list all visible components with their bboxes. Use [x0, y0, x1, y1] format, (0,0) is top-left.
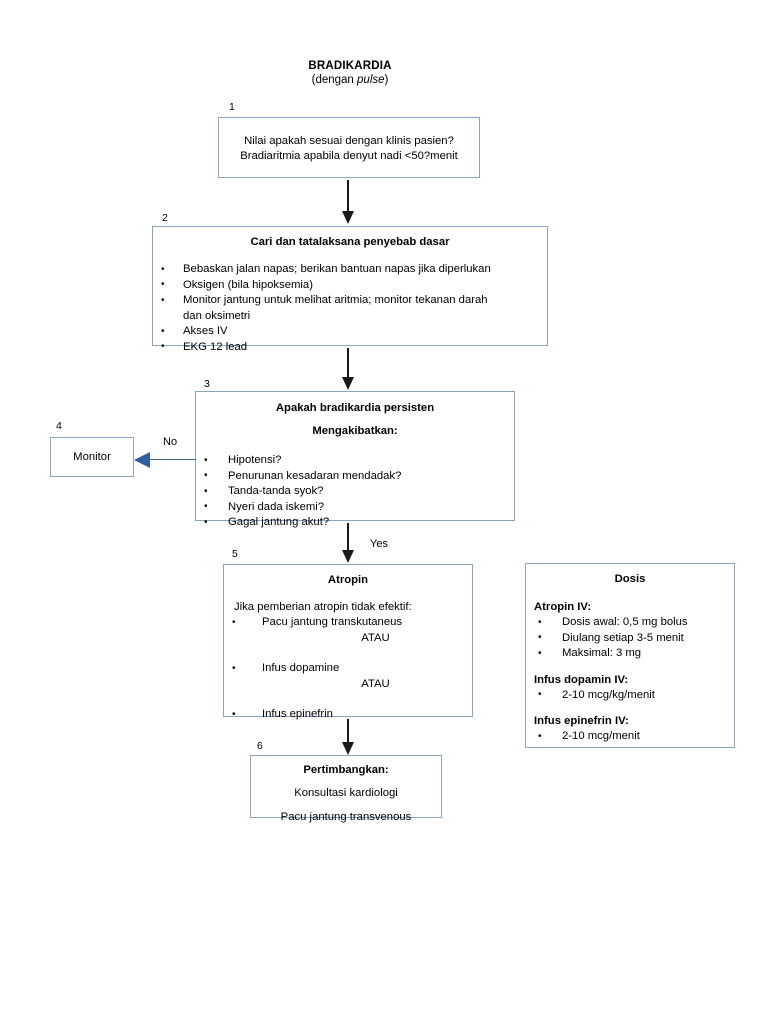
- arrow-node3-to-node5: [341, 523, 355, 563]
- node-5-option-1: Pacu jantung transkutaneus: [224, 615, 472, 631]
- list-item: EKG 12 lead: [153, 339, 547, 356]
- node-5-heading: Atropin: [327, 574, 369, 586]
- list-item: Bebaskan jalan napas; berikan bantuan na…: [153, 262, 547, 278]
- list-item: Gagal jantung akut?: [196, 515, 514, 531]
- node-4-body: Monitor: [51, 438, 133, 465]
- flow-node-1-assessment[interactable]: Nilai apakah sesuai dengan klinis pasien…: [218, 117, 480, 178]
- arrow-node1-to-node2: [341, 180, 355, 224]
- dose-bullet-list: Dosis awal: 0,5 mg bolus Diulang setiap …: [534, 615, 734, 662]
- node-number-3: 3: [204, 378, 210, 390]
- edge-label-yes: Yes: [370, 538, 388, 550]
- arrow-head: [342, 550, 354, 563]
- arrow-shaft: [347, 523, 349, 551]
- list-item: Maksimal: 3 mg: [534, 646, 734, 662]
- dose-bullet-list: 2-10 mcg/kg/menit: [534, 687, 734, 704]
- subtitle-suffix: ): [384, 74, 389, 86]
- node-5-lead-text: Jika pemberian atropin tidak efektif:: [234, 601, 412, 613]
- subtitle-italic: pulse: [357, 74, 385, 86]
- node-5-or-1: ATAU: [361, 631, 390, 644]
- node-1-line-1: Nilai apakah sesuai dengan klinis pasien…: [244, 135, 454, 147]
- spacer: [224, 692, 472, 707]
- arrow-head: [342, 211, 354, 224]
- node-number-4: 4: [56, 420, 62, 432]
- list-item: Tanda-tanda syok?: [196, 484, 514, 500]
- node-number-5: 5: [232, 548, 238, 560]
- node-1-body: Nilai apakah sesuai dengan klinis pasien…: [219, 118, 479, 164]
- dosis-heading: Dosis: [614, 573, 646, 585]
- list-item: Diulang setiap 3-5 menit: [534, 630, 734, 647]
- dose-bullet-list: 2-10 mcg/menit: [534, 729, 734, 745]
- node-2-bullet-list: Bebaskan jalan napas; berikan bantuan na…: [153, 262, 547, 355]
- arrow-node5-to-node6: [341, 719, 355, 755]
- list-item: Penurunan kesadaran mendadak?: [196, 468, 514, 485]
- dosis-reference-box[interactable]: Dosis Atropin IV: Dosis awal: 0,5 mg bol…: [525, 563, 735, 748]
- node-6-line-1: Konsultasi kardiologi: [294, 787, 398, 799]
- node-6-heading: Pertimbangkan:: [303, 764, 389, 776]
- node-3-heading-line-1: Apakah bradikardia persisten: [275, 402, 435, 414]
- spacer: [224, 646, 472, 661]
- page-title: BRADIKARDIA: [308, 60, 392, 72]
- arrow-shaft: [347, 719, 349, 743]
- subtitle-prefix: (dengan: [311, 74, 358, 86]
- dose-group-title: Infus dopamin IV:: [534, 673, 629, 686]
- list-item: Pacu jantung transkutaneus: [224, 615, 472, 631]
- node-5-option-2: Infus dopamine: [224, 661, 472, 677]
- list-item: 2-10 mcg/kg/menit: [534, 687, 734, 704]
- list-item: 2-10 mcg/menit: [534, 729, 734, 745]
- arrow-node3-to-monitor: [134, 451, 196, 469]
- list-item: Nyeri dada iskemi?: [196, 499, 514, 516]
- arrow-shaft: [347, 180, 349, 212]
- flow-node-6-consider[interactable]: Pertimbangkan: Konsultasi kardiologi Pac…: [250, 755, 442, 823]
- dose-group-atropin: Atropin IV: Dosis awal: 0,5 mg bolus Diu…: [526, 600, 734, 662]
- flow-node-2-causes[interactable]: Cari dan tatalaksana penyebab dasar Beba…: [152, 226, 548, 354]
- flow-node-4-monitor[interactable]: Monitor: [50, 437, 134, 477]
- list-item: Oksigen (bila hipoksemia): [153, 277, 547, 294]
- arrow-head: [342, 377, 354, 390]
- arrow-head: [134, 452, 150, 468]
- dose-group-epinefrin: Infus epinefrin IV: 2-10 mcg/menit: [526, 714, 734, 745]
- node-number-6: 6: [257, 740, 263, 752]
- dose-group-dopamin: Infus dopamin IV: 2-10 mcg/kg/menit: [526, 673, 734, 704]
- flow-node-3-decision[interactable]: Apakah bradikardia persisten Mengakibatk…: [195, 391, 515, 530]
- node-number-2: 2: [162, 212, 168, 224]
- node-3-heading-line-2: Mengakibatkan:: [312, 425, 398, 437]
- list-item: Dosis awal: 0,5 mg bolus: [534, 615, 734, 631]
- list-item: Infus dopamine: [224, 661, 472, 677]
- node-4-label: Monitor: [73, 451, 111, 463]
- arrow-shaft: [144, 459, 196, 461]
- flow-node-5-atropin[interactable]: Atropin Jika pemberian atropin tidak efe…: [223, 564, 473, 722]
- list-item: Infus epinefrin: [224, 707, 472, 723]
- node-5-or-2: ATAU: [361, 677, 390, 690]
- edge-label-no: No: [163, 436, 178, 448]
- page-subtitle: (dengan pulse): [0, 74, 700, 86]
- dose-group-title: Infus epinefrin IV:: [534, 715, 629, 727]
- node-1-line-2: Bradiaritmia apabila denyut nadi <50?men…: [240, 150, 458, 162]
- node-6-line-2: Pacu jantung transvenous: [280, 811, 412, 823]
- list-item: Akses IV: [153, 324, 547, 340]
- node-2-heading: Cari dan tatalaksana penyebab dasar: [250, 236, 450, 248]
- list-item-continuation: dan oksimetri: [183, 309, 251, 322]
- arrow-head: [342, 742, 354, 755]
- dose-group-title: Atropin IV:: [534, 601, 592, 613]
- node-3-bullet-list: Hipotensi? Penurunan kesadaran mendadak?…: [196, 453, 514, 531]
- list-item: Monitor jantung untuk melihat aritmia; m…: [153, 293, 547, 309]
- node-number-1: 1: [229, 101, 235, 113]
- arrow-node2-to-node3: [341, 348, 355, 390]
- list-item: Hipotensi?: [196, 453, 514, 469]
- node-5-option-3: Infus epinefrin: [224, 707, 472, 723]
- arrow-shaft: [347, 348, 349, 378]
